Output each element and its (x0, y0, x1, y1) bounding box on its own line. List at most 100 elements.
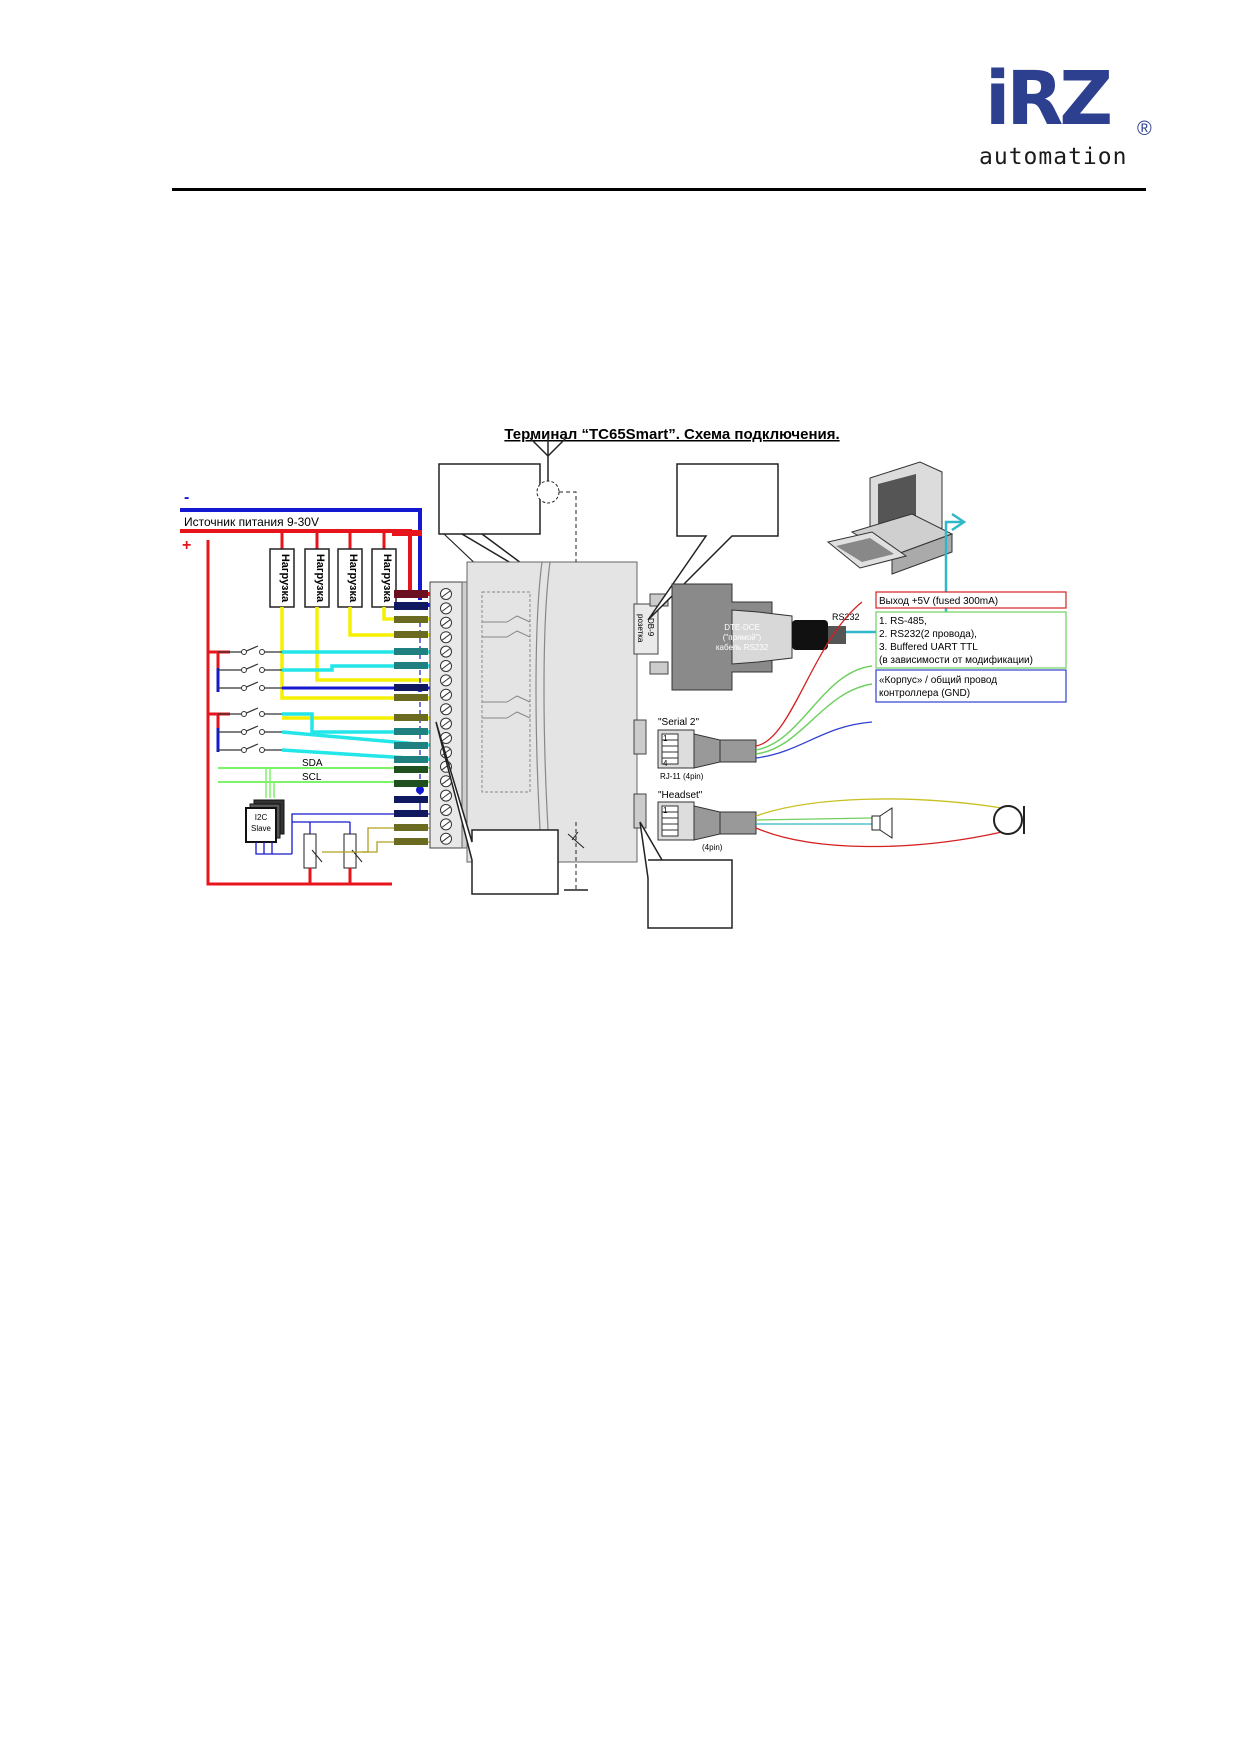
connection-diagram: Терминал “TC65Smart”. Схема подключения.… (172, 422, 1152, 942)
serial2-pin1: 1 (663, 734, 668, 743)
serial-wire-red (755, 601, 863, 747)
serial-wire-green-1 (755, 665, 873, 751)
terminal-screw-slot (441, 648, 451, 655)
gnd-label-1: «Корпус» / общий провод (879, 674, 997, 686)
switch-3 (218, 681, 282, 691)
load-1-label: Нагрузка (279, 554, 291, 603)
i2c-label-1: I2C (255, 813, 268, 822)
headset-wire-red (755, 827, 1003, 848)
load-2: Нагрузка (304, 548, 330, 608)
db9-label: DB-9 (646, 618, 655, 637)
potentiometer-2 (343, 822, 363, 884)
serial-option-2: 2. RS232(2 провода), (879, 629, 977, 640)
input-wire-2 (282, 664, 440, 672)
terminal-screw-slot (441, 792, 451, 799)
logo-subtitle: automation (979, 144, 1128, 170)
terminal-wire-ends (392, 530, 428, 845)
serial-options-box: 1. RS-485, 2. RS232(2 провода), 3. Buffe… (875, 611, 1067, 669)
serial2-pin4: 4 (663, 759, 668, 768)
headset-wire-green (755, 817, 873, 821)
computer-icon (826, 461, 954, 575)
serial2-plug (657, 729, 757, 769)
terminal-screw-slot (441, 821, 451, 828)
switch-6 (218, 743, 282, 753)
logo-main-text: iRZ (985, 56, 1113, 142)
junction-2 (416, 786, 424, 794)
load-feeds (280, 532, 386, 549)
potentiometer-1 (303, 822, 323, 884)
logo-registered-mark: ® (1137, 118, 1152, 140)
callout-box-2 (647, 463, 779, 621)
load-1: Нагрузка (269, 548, 295, 608)
serial-wire-blue (755, 721, 873, 759)
serial-option-3: 3. Buffered UART TTL (879, 642, 978, 653)
load-4: Нагрузка (371, 548, 397, 608)
diagram-title: Терминал “TC65Smart”. Схема подключения. (504, 426, 839, 443)
out5v-label: Выход +5V (fused 300mA) (879, 596, 998, 607)
ground-icon (564, 822, 588, 891)
input-wire-3 (282, 712, 440, 734)
minus-rail (180, 508, 422, 600)
terminal-screw-slot (441, 777, 451, 785)
db9-socket-label: розетка (636, 614, 645, 643)
i2c-slave: I2C Slave (245, 799, 285, 843)
load-wire-1 (280, 607, 440, 700)
cable-label-3: кабель RS232 (716, 643, 769, 652)
terminal-body (466, 561, 638, 863)
gnd-label-2: контроллера (GND) (879, 688, 970, 699)
terminal-screw-slot (441, 633, 451, 641)
switch-2 (218, 663, 282, 673)
terminal-screw-slot (441, 605, 451, 612)
serial-option-1: 1. RS-485, (879, 616, 927, 627)
switch-1 (218, 645, 282, 655)
terminal-screw-slot (441, 749, 451, 756)
switch-4 (218, 707, 282, 717)
cable-label-2: ("прямой") (723, 633, 762, 642)
cable-label-1: DTE-DCE (724, 623, 760, 632)
load-4-label: Нагрузка (381, 554, 393, 603)
terminal-screw-slot (441, 619, 451, 627)
terminal-block (429, 581, 471, 849)
i2c-gnd-wire (291, 813, 440, 854)
load-3-label: Нагрузка (347, 554, 359, 603)
power-source-label: Источник питания 9-30V (184, 515, 319, 529)
terminal-screw-slot (441, 662, 451, 670)
i2c-label-2: Slave (251, 824, 272, 833)
callout-box-3 (435, 721, 559, 895)
rs232-label: RS232 (832, 612, 860, 622)
power-plus-label: + (182, 537, 191, 554)
computer-link-arrow (951, 512, 967, 532)
gnd-box: «Корпус» / общий провод контроллера (GND… (875, 669, 1067, 703)
terminal-screw-slot (441, 720, 451, 727)
headset-wire-yellow (755, 798, 1003, 817)
terminal-screw-slot (441, 590, 451, 598)
antenna-icon (529, 434, 577, 562)
speaker-icon (871, 807, 893, 839)
load-wire-2 (315, 607, 440, 682)
rj11-label: RJ-11 (4pin) (660, 772, 704, 781)
serial-wire-green-2 (755, 683, 873, 755)
headset-rj-label: (4pin) (702, 843, 723, 852)
callout-box-4 (639, 821, 733, 929)
scl-label: SCL (302, 772, 322, 783)
terminal-screw-slot (441, 705, 451, 713)
irz-logo: iRZ ® automation (975, 62, 1175, 172)
diagram-svg: Терминал “TC65Smart”. Схема подключения.… (180, 426, 1067, 929)
microphone-icon (993, 805, 1025, 835)
headset-pin1: 1 (663, 806, 668, 815)
sda-label: SDA (302, 758, 323, 769)
header-rule (172, 188, 1146, 191)
rs232-cable: DTE-DCE ("прямой") кабель RS232 (671, 583, 846, 691)
terminal-screw-slot (441, 734, 451, 742)
headset-plug (657, 801, 757, 841)
power-minus-label: - (184, 489, 189, 506)
load-2-label: Нагрузка (314, 554, 326, 603)
serial-option-4: (в зависимости от модификации) (879, 654, 1033, 666)
terminal-screw-slot (441, 806, 451, 814)
headset-port (633, 793, 647, 829)
terminal-screw-slot (441, 677, 451, 684)
i2c-taps (265, 768, 275, 798)
headset-label: "Headset" (658, 790, 703, 801)
terminal-screw-slot (441, 835, 451, 843)
terminal-screw-slot (441, 691, 451, 699)
